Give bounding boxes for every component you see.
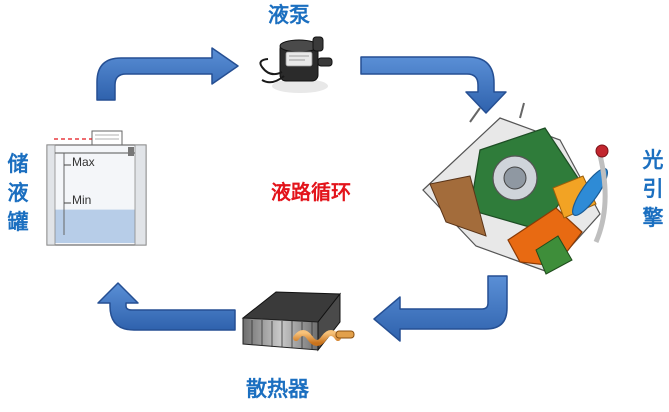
- arrow-radiator-to-tank: [97, 282, 236, 331]
- tank-max-mark: Max: [72, 155, 95, 169]
- light-engine-label: 光引擎: [642, 148, 664, 230]
- arrow-pump-to-engine: [360, 56, 507, 114]
- arrow-tank-to-pump: [96, 47, 239, 101]
- tank-label: 储液罐: [7, 152, 29, 234]
- liquid-pump-illustration: [259, 36, 333, 93]
- radiator-illustration: [241, 291, 355, 352]
- tank-min-mark: Min: [72, 193, 92, 207]
- tank-coolant-level: [55, 209, 135, 243]
- liquid-tank-illustration: [46, 130, 147, 246]
- pump-label: 液泵: [268, 3, 310, 27]
- diagram-title: 液路循环: [271, 180, 351, 204]
- light-engine-illustration: [422, 102, 609, 275]
- arrow-engine-to-radiator: [373, 275, 508, 342]
- radiator-label: 散热器: [246, 377, 309, 401]
